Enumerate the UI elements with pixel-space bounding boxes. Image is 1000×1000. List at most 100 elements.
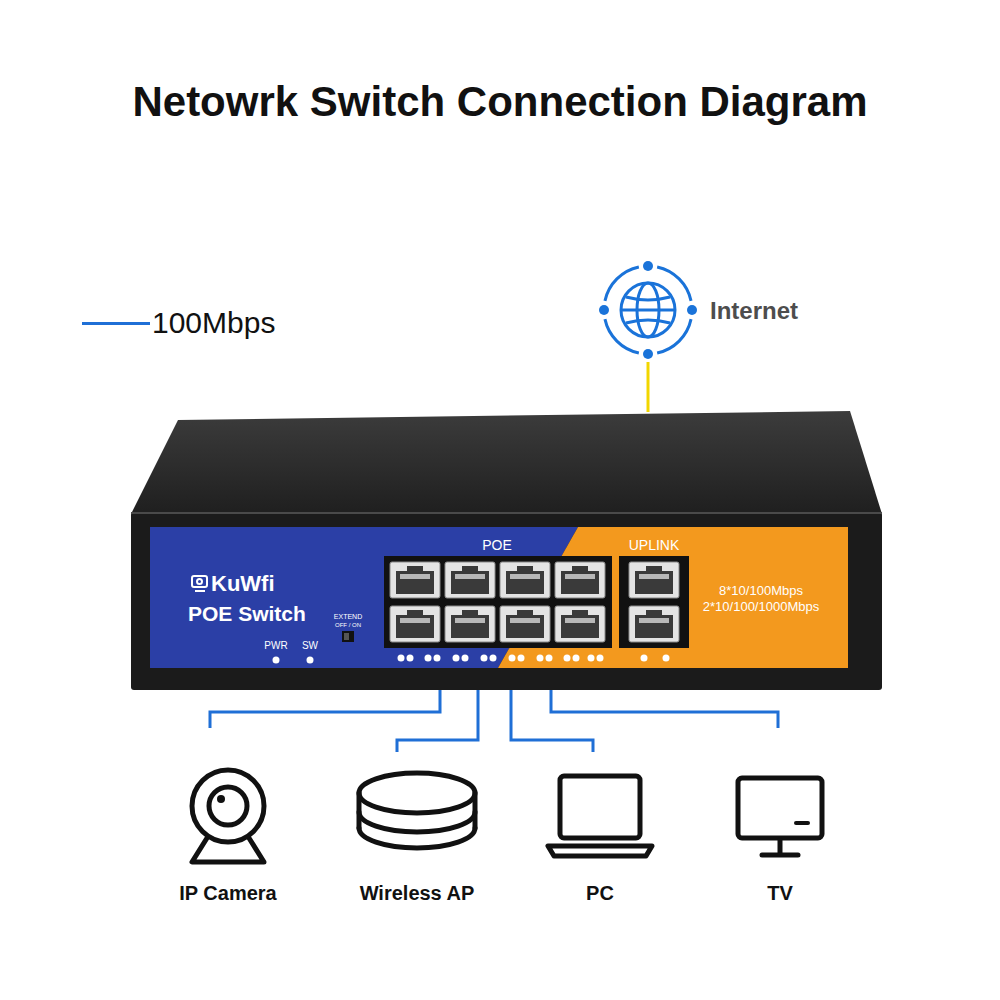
port-led: [588, 655, 595, 662]
switch-housing: [131, 411, 882, 690]
uplink-port: [629, 606, 679, 642]
laptop-icon: [548, 776, 652, 856]
poe-port-block: [384, 556, 612, 648]
ethernet-cable: [210, 690, 440, 728]
port-leds: [398, 655, 670, 662]
camera-body: [192, 770, 264, 842]
ethernet-cable: [397, 690, 478, 752]
port-led: [481, 655, 488, 662]
poe-port: [390, 562, 440, 598]
housing-edge: [131, 512, 882, 514]
device-label: TV: [767, 882, 793, 905]
legend-text: 100Mbps: [152, 306, 275, 341]
port-group-label: POE: [482, 537, 512, 553]
device-label: PC: [586, 882, 614, 905]
ap-top: [359, 773, 475, 813]
logo-body: [192, 576, 207, 587]
port-led: [546, 655, 553, 662]
device-node: IP Camera: [150, 728, 310, 913]
globe-equator: [621, 309, 675, 312]
uplink-port: [629, 562, 679, 598]
port-led: [597, 655, 604, 662]
tv-indicator: [796, 821, 808, 825]
poe-port: [500, 562, 550, 598]
device-node: PC: [520, 752, 680, 913]
logo-base: [195, 590, 205, 592]
port-led: [462, 655, 469, 662]
port-led: [434, 655, 441, 662]
camera-glint: [217, 795, 225, 803]
device-label: Wireless AP: [360, 882, 475, 905]
logo-lens: [197, 579, 202, 584]
legend-item: 100Mbps: [82, 303, 275, 343]
globe-latitude: [626, 320, 670, 323]
brand-name: KuWfi: [211, 571, 275, 596]
port-led: [641, 655, 648, 662]
poe-port: [445, 606, 495, 642]
globe-icon: [605, 267, 691, 353]
port-led: [425, 655, 432, 662]
toggle-label: OFF / ON: [335, 622, 361, 629]
port-spec: 8*10/100Mbps: [719, 584, 803, 599]
port-spec: 2*10/100/1000Mbps: [703, 600, 819, 615]
port-led: [573, 655, 580, 662]
status-led: [273, 657, 280, 664]
extend-toggle: [342, 631, 354, 642]
port-led: [663, 655, 670, 662]
globe-latitude: [626, 297, 670, 300]
port-led: [490, 655, 497, 662]
status-led: [307, 657, 314, 664]
laptop-base: [548, 846, 652, 856]
device-label: IP Camera: [179, 882, 276, 905]
globe-dot: [643, 261, 653, 271]
globe-ring: [605, 267, 691, 353]
diagram-title: Netowrk Switch Connection Diagram: [0, 78, 1000, 126]
tv-screen: [738, 778, 822, 838]
poe-port: [390, 606, 440, 642]
ap-bottom: [359, 828, 475, 848]
port-group-label: UPLINK: [629, 537, 680, 553]
camera-icon: [192, 770, 264, 862]
product-name: POE Switch: [188, 602, 306, 626]
logo-mark: [192, 576, 207, 591]
access-point-icon: [359, 773, 475, 848]
port-led: [537, 655, 544, 662]
led-label: PWR: [264, 640, 287, 652]
toggle-label: EXTEND: [334, 613, 362, 621]
housing-top: [131, 411, 882, 514]
globe-dot: [687, 305, 697, 315]
internet-cable: [647, 362, 650, 412]
led-label: SW: [302, 640, 318, 652]
tv-icon: [738, 778, 822, 855]
internet-node: Internet: [598, 258, 830, 362]
globe-dot: [599, 305, 609, 315]
camera-lens: [209, 787, 247, 825]
tv-foot: [762, 853, 798, 858]
poe-port: [555, 606, 605, 642]
poe-port: [500, 606, 550, 642]
laptop-screen: [560, 776, 640, 838]
globe-outline: [621, 283, 675, 337]
ethernet-cable: [551, 690, 778, 728]
poe-port: [555, 562, 605, 598]
port-led: [509, 655, 516, 662]
port-led: [407, 655, 414, 662]
globe-dot: [643, 349, 653, 359]
globe-dots: [599, 261, 697, 359]
port-led: [518, 655, 525, 662]
uplink-port-block: [619, 556, 689, 648]
device-node: TV: [700, 728, 860, 913]
port-led: [398, 655, 405, 662]
internet-label: Internet: [710, 297, 798, 325]
port-led: [564, 655, 571, 662]
housing-front: [131, 512, 882, 690]
poe-port: [445, 562, 495, 598]
ap-band: [359, 812, 475, 832]
port-led: [453, 655, 460, 662]
legend-line: [82, 322, 150, 325]
device-node: Wireless AP: [337, 752, 497, 913]
tv-stand: [778, 840, 783, 853]
